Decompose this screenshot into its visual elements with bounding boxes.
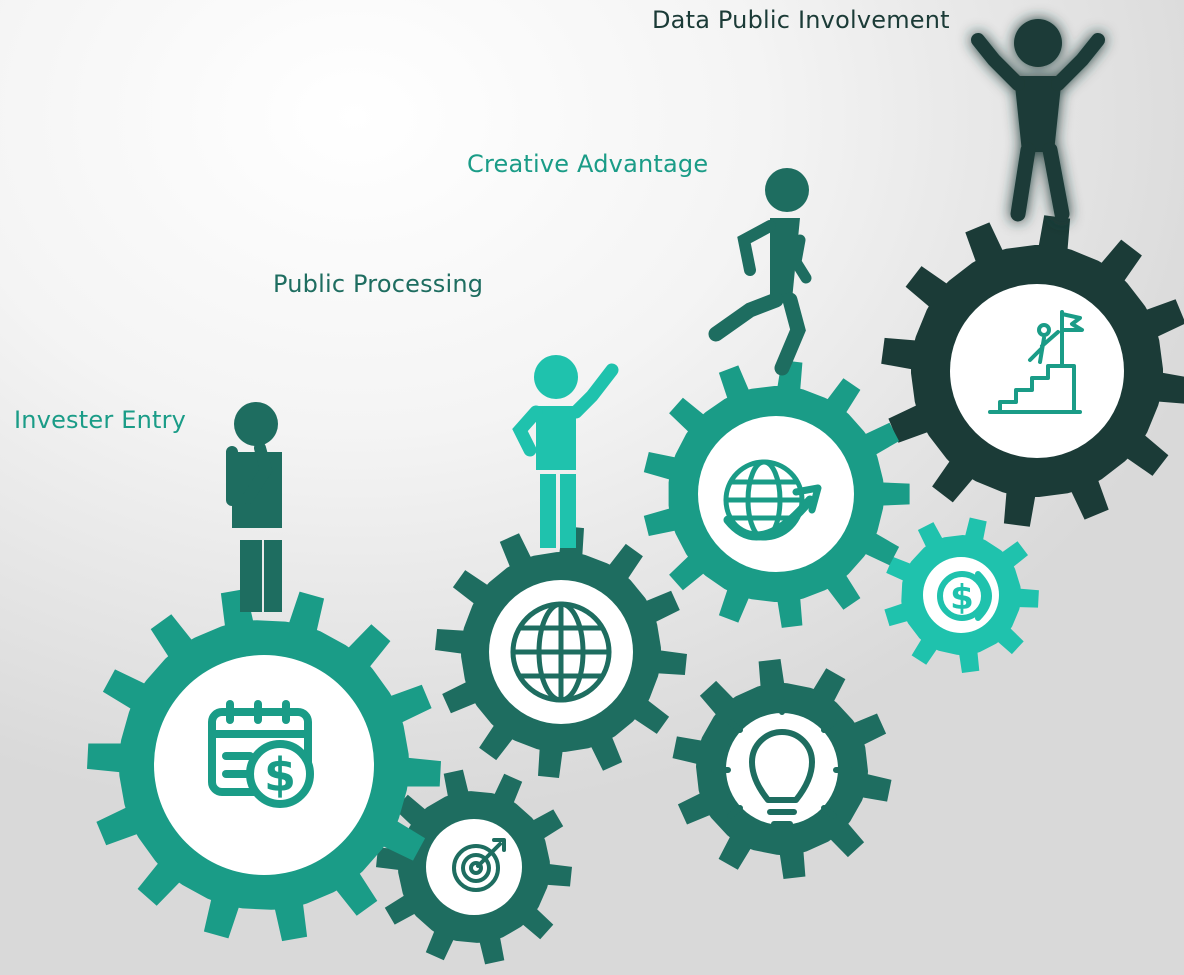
waving-person-icon xyxy=(512,355,619,548)
lightbulb-icon xyxy=(711,697,853,827)
summit-flag-icon xyxy=(988,310,1084,414)
running-person-icon xyxy=(708,168,812,376)
step-label-creative-advantage: Creative Advantage xyxy=(467,150,709,178)
gear-step-3 xyxy=(643,360,910,628)
globe-arrow-icon xyxy=(723,459,822,541)
step-label-invester-entry: Invester Entry xyxy=(14,406,187,434)
target-arrow-icon xyxy=(452,838,506,892)
dollar-coin-icon: $ xyxy=(937,571,992,621)
calendar-dollar-icon: $ xyxy=(208,700,314,808)
step-label-data-public-involvement: Data Public Involvement xyxy=(652,6,950,34)
globe-icon xyxy=(510,601,612,703)
gear-step-4 xyxy=(881,215,1184,527)
step-label-public-processing: Public Processing xyxy=(273,270,484,298)
svg-text:$: $ xyxy=(950,578,974,618)
svg-text:$: $ xyxy=(264,748,296,802)
gear-lightbulb xyxy=(672,659,892,879)
celebrating-person-icon xyxy=(971,19,1105,222)
gear-target xyxy=(376,769,572,965)
thinking-person-icon xyxy=(226,402,282,612)
